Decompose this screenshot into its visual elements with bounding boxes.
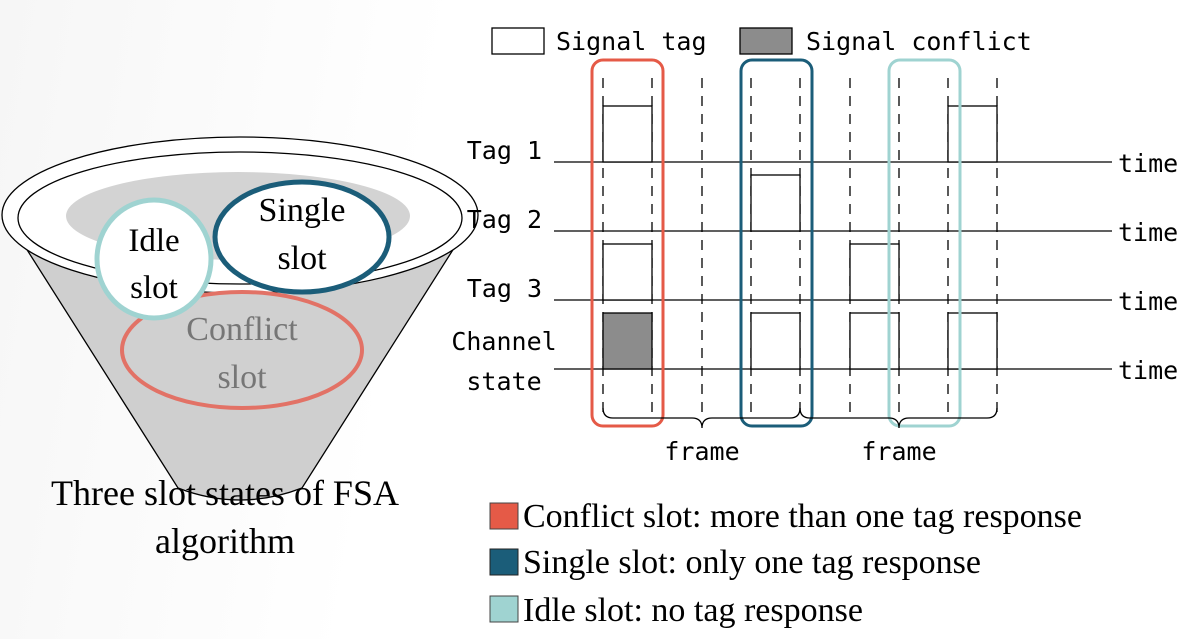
single-slot-label-line1: Single [259, 192, 346, 229]
tag3-label: Tag 3 [467, 274, 542, 303]
tag-signals [602, 105, 998, 370]
tag2-label: Tag 2 [467, 205, 542, 234]
signal-legend: Signal tag Signal conflict [491, 27, 1032, 56]
idle-slot-label-line2: slot [130, 270, 178, 306]
funnel-caption-line1: Three slot states of FSA [51, 473, 399, 513]
single-slot-label-line2: slot [277, 240, 327, 277]
funnel-caption-line2: algorithm [155, 521, 295, 561]
conflict-slot-circle [120, 290, 364, 410]
conflict-slot-highlight [590, 58, 665, 428]
tag2-time-label: time [1118, 218, 1178, 247]
frame-brace-2 [799, 407, 998, 429]
idle-slot-highlight [887, 58, 962, 428]
tag1-signal-slot1 [602, 105, 653, 163]
signal-tag-swatch [491, 27, 545, 55]
single-legend-label: Single slot: only one tag response [523, 544, 981, 581]
idle-legend-label: Idle slot: no tag response [523, 592, 863, 629]
funnel-illustration: Conflict slot Single slot Idle slot Thre… [1, 136, 479, 561]
conflict-slot-label-line2: slot [217, 359, 267, 396]
channel-signal-slot4 [750, 312, 801, 370]
single-slot-circle [212, 179, 392, 295]
channel-state-label-line2: state [466, 367, 541, 396]
single-slot-highlight [739, 58, 814, 428]
tag3-time-label: time [1118, 287, 1178, 316]
signal-tag-label: Signal tag [556, 27, 707, 56]
conflict-slot-label-line1: Conflict [186, 311, 298, 348]
timing-diagram: Tag 1 Tag 2 Tag 3 Channel state time tim… [451, 58, 1178, 466]
idle-legend-swatch [489, 595, 519, 623]
channel-signal-slot8 [947, 312, 998, 370]
frame-label-1: frame [664, 437, 739, 466]
tag2-signal-slot4 [750, 174, 801, 232]
channel-time-label: time [1118, 356, 1178, 385]
frame-label-2: frame [861, 437, 936, 466]
channel-state-label-line1: Channel [451, 327, 556, 356]
frame-brace-1 [602, 407, 801, 429]
signal-conflict-swatch [739, 27, 793, 55]
channel-conflict-slot1 [602, 312, 653, 370]
signal-conflict-label: Signal conflict [806, 27, 1032, 56]
single-legend-swatch [489, 548, 519, 576]
channel-signal-slot6 [849, 312, 900, 370]
idle-slot-circle [94, 197, 214, 321]
slot-type-legend: Conflict slot: more than one tag respons… [489, 498, 1082, 629]
tag3-signal-slot1 [602, 243, 653, 301]
idle-slot-label-line1: Idle [128, 223, 179, 259]
conflict-legend-label: Conflict slot: more than one tag respons… [523, 498, 1082, 535]
tag1-signal-slot8 [947, 105, 998, 163]
conflict-legend-swatch [489, 502, 519, 530]
tag3-signal-slot6 [849, 243, 900, 301]
tag1-label: Tag 1 [467, 136, 542, 165]
tag1-time-label: time [1118, 149, 1178, 178]
